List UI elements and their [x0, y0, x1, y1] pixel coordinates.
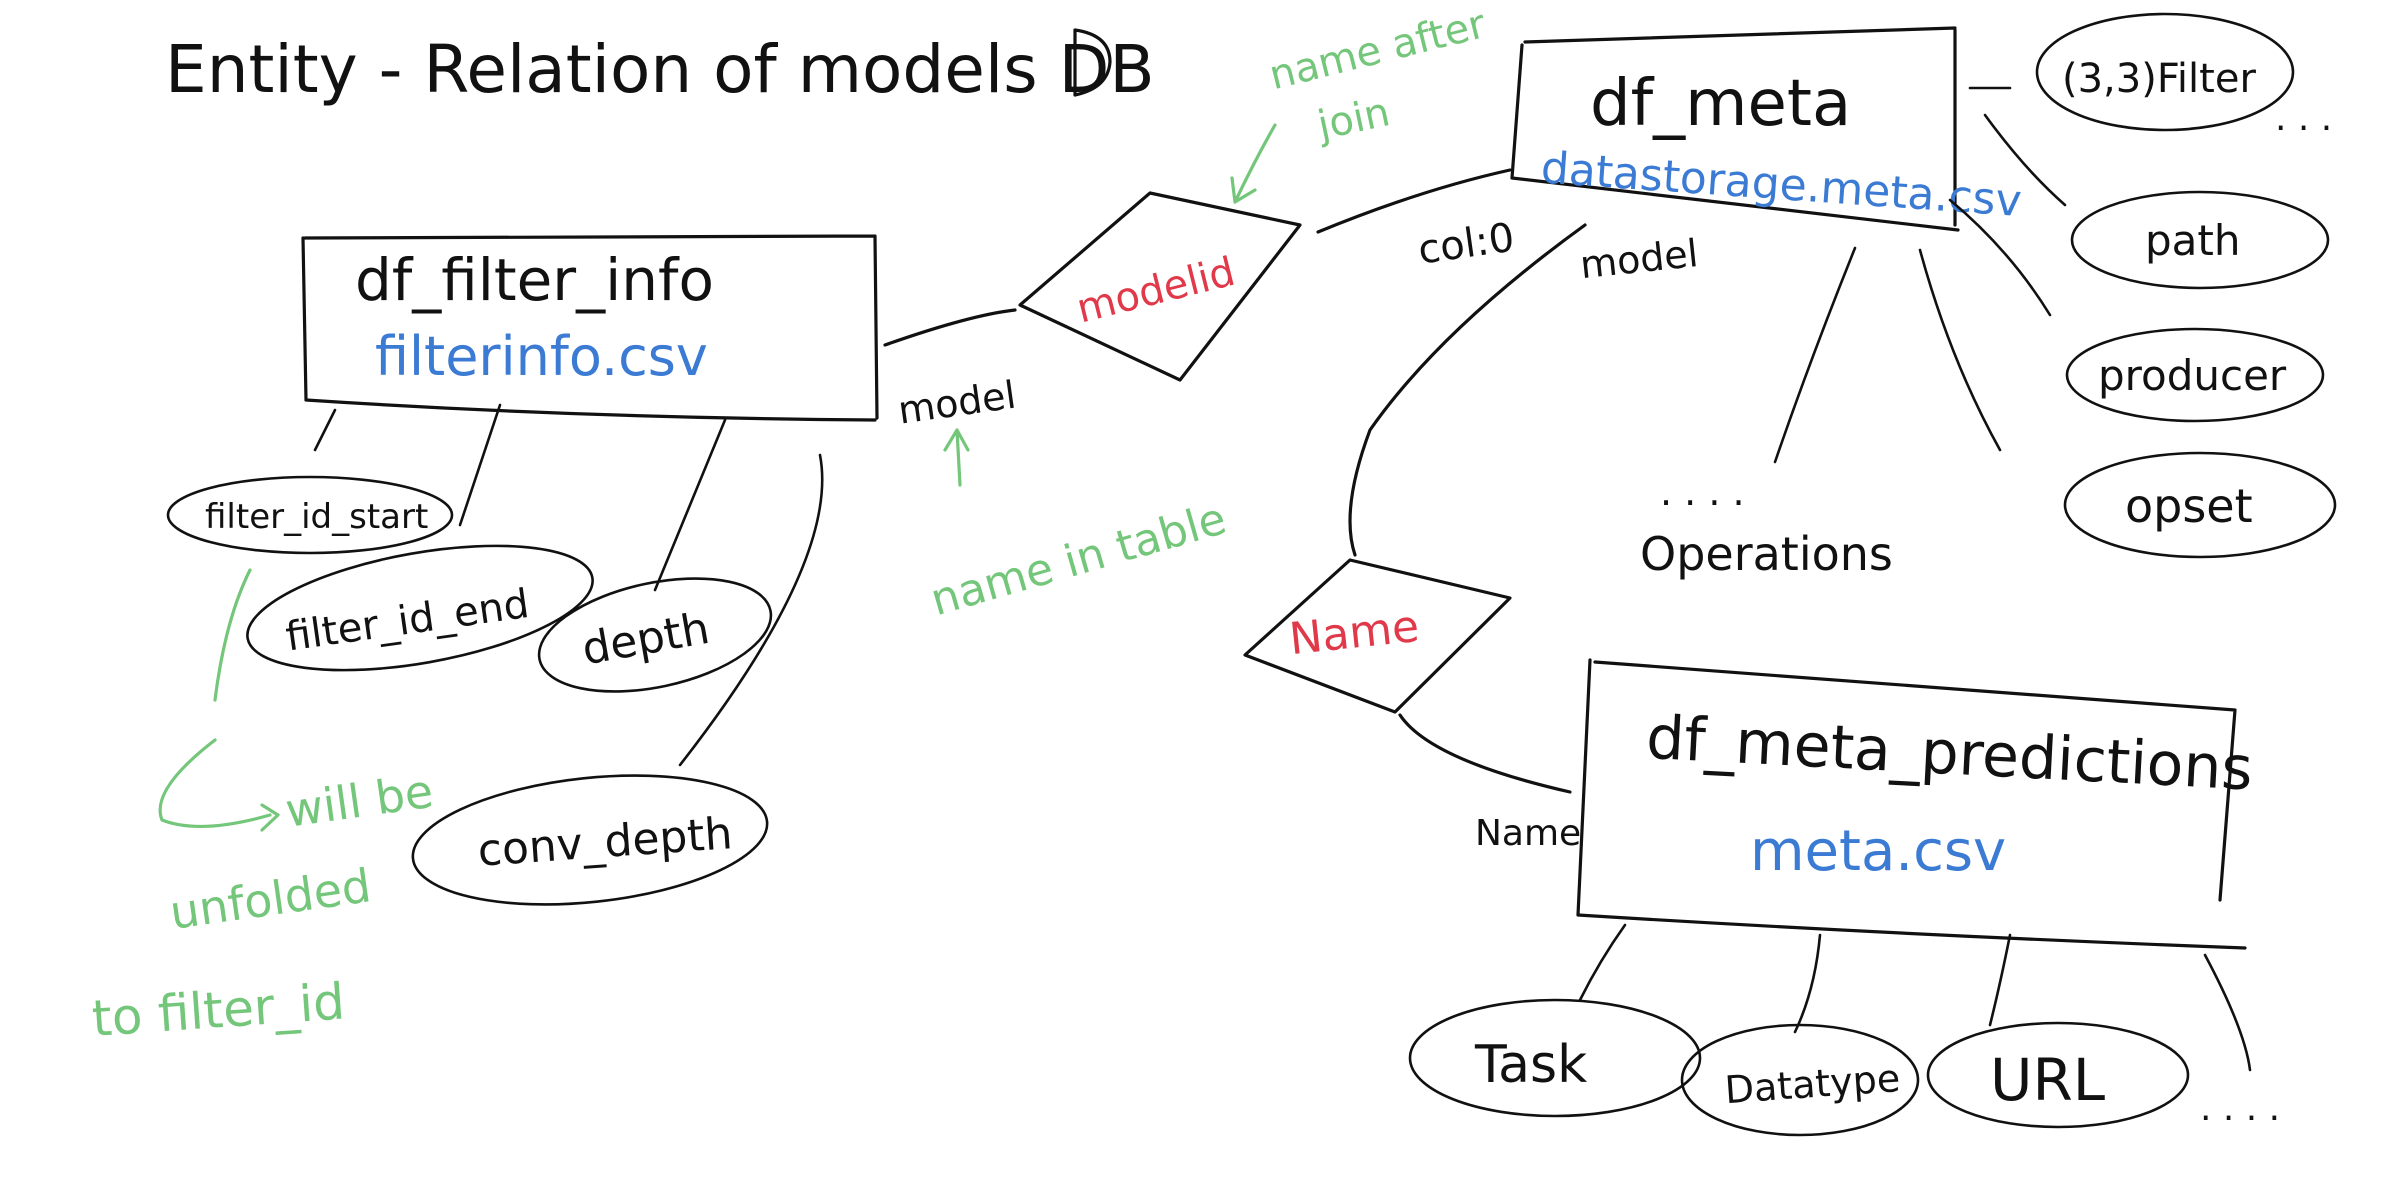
attribute-producer: producer [2098, 351, 2287, 400]
relationship-modelid: modelid [1072, 249, 1239, 333]
connector-conv-depth [678, 453, 824, 767]
attribute-opset: opset [2125, 479, 2253, 533]
connector-task [1578, 923, 1627, 1002]
connector-ellipsis-pred [2203, 953, 2252, 1072]
connector-producer [1948, 198, 2052, 317]
connector-name-predictions [1398, 713, 1572, 794]
attribute-filter-id-start: filter_id_start [205, 497, 428, 537]
edge-label-model-left: model [895, 373, 1018, 433]
annotation-unfold-3: to filter_id [90, 972, 346, 1048]
attribute-ellipse-task [1408, 998, 1702, 1118]
entity-name-meta: df_meta [1590, 67, 1851, 141]
connector-datatype [1793, 933, 1822, 1034]
annotation-unfold-1: will be [282, 764, 436, 838]
note-ellipsis-meta: . . . [2275, 98, 2332, 139]
connector-url [1988, 933, 2012, 1027]
attribute-filter-id-end: filter_id_end [283, 581, 532, 661]
annotation-arrow-table [943, 428, 970, 487]
entity-file-meta: datastorage.meta.csv [1539, 143, 2023, 227]
annotation-name-after-join-2: join [1313, 89, 1394, 149]
connector-opset [1918, 248, 2002, 452]
attribute-ellipse-url [1926, 1021, 2190, 1129]
entity-file-meta-predictions: meta.csv [1750, 819, 2006, 884]
attribute-ellipse-filter-id-start [166, 475, 454, 555]
connector-depth [653, 418, 727, 592]
connector-filter-id-start [313, 408, 337, 452]
entity-name-filter-info: df_filter_info [355, 246, 714, 314]
attribute-ellipse-filter3x3 [2035, 12, 2295, 132]
attribute-ellipse-conv-depth [411, 774, 769, 906]
relationship-diamond-modelid [1018, 191, 1302, 382]
attribute-depth: depth [578, 603, 713, 675]
annotation-name-in-table: name in table [925, 493, 1232, 626]
annotation-name-after-join-1: name after [1265, 1, 1491, 99]
attribute-datatype: Datatype [1723, 1056, 1901, 1112]
attribute-conv-depth: conv_depth [476, 808, 734, 877]
relationship-name: Name [1287, 601, 1421, 665]
attribute-ellipse-datatype [1680, 1023, 1920, 1137]
edge-label-col0: col:0 [1415, 215, 1517, 274]
note-operations-dots: . . . . [1660, 470, 1745, 514]
attribute-ellipse-path [2070, 190, 2330, 290]
attribute-ellipse-depth [537, 577, 773, 693]
connector-operations [1773, 246, 1857, 464]
annotation-arrow-join [1230, 123, 1277, 204]
connector-filter-info-modelid [883, 308, 1017, 347]
connector-path [1983, 113, 2067, 207]
attribute-ellipse-filter-id-end [246, 544, 594, 672]
connector-modelid-meta [1316, 168, 1512, 234]
note-operations: Operations [1640, 527, 1893, 581]
attribute-ellipse-producer [2065, 327, 2325, 423]
entity-name-meta-predictions: df_meta_predictions [1645, 703, 2255, 805]
entity-box-meta-predictions [1576, 658, 2247, 950]
relationship-diamond-name [1243, 558, 1512, 714]
connector-meta-name [1348, 223, 1587, 557]
connector-filter-id-end [458, 403, 502, 527]
annotation-unfold-2: unfolded [166, 858, 374, 940]
attribute-task: Task [1474, 1035, 1587, 1095]
entity-box-filter-info [301, 234, 879, 422]
attribute-filter3x3: (3,3)Filter [2062, 56, 2256, 102]
edge-label-name-bottom: Name [1475, 813, 1581, 854]
annotation-arrow-unfold [158, 568, 280, 832]
entity-file-filter-info: filterinfo.csv [375, 325, 708, 388]
attribute-ellipse-opset [2063, 451, 2337, 559]
note-ellipsis-pred: . . . . [2200, 1088, 2280, 1129]
attribute-url: URL [1990, 1046, 2105, 1114]
entity-box-meta [1510, 26, 1960, 232]
title-underline-stroke [1073, 28, 1112, 97]
edge-label-model-right: model [1578, 231, 1700, 287]
attribute-path: path [2145, 216, 2240, 265]
diagram-title: Entity - Relation of models DB [165, 31, 1155, 108]
